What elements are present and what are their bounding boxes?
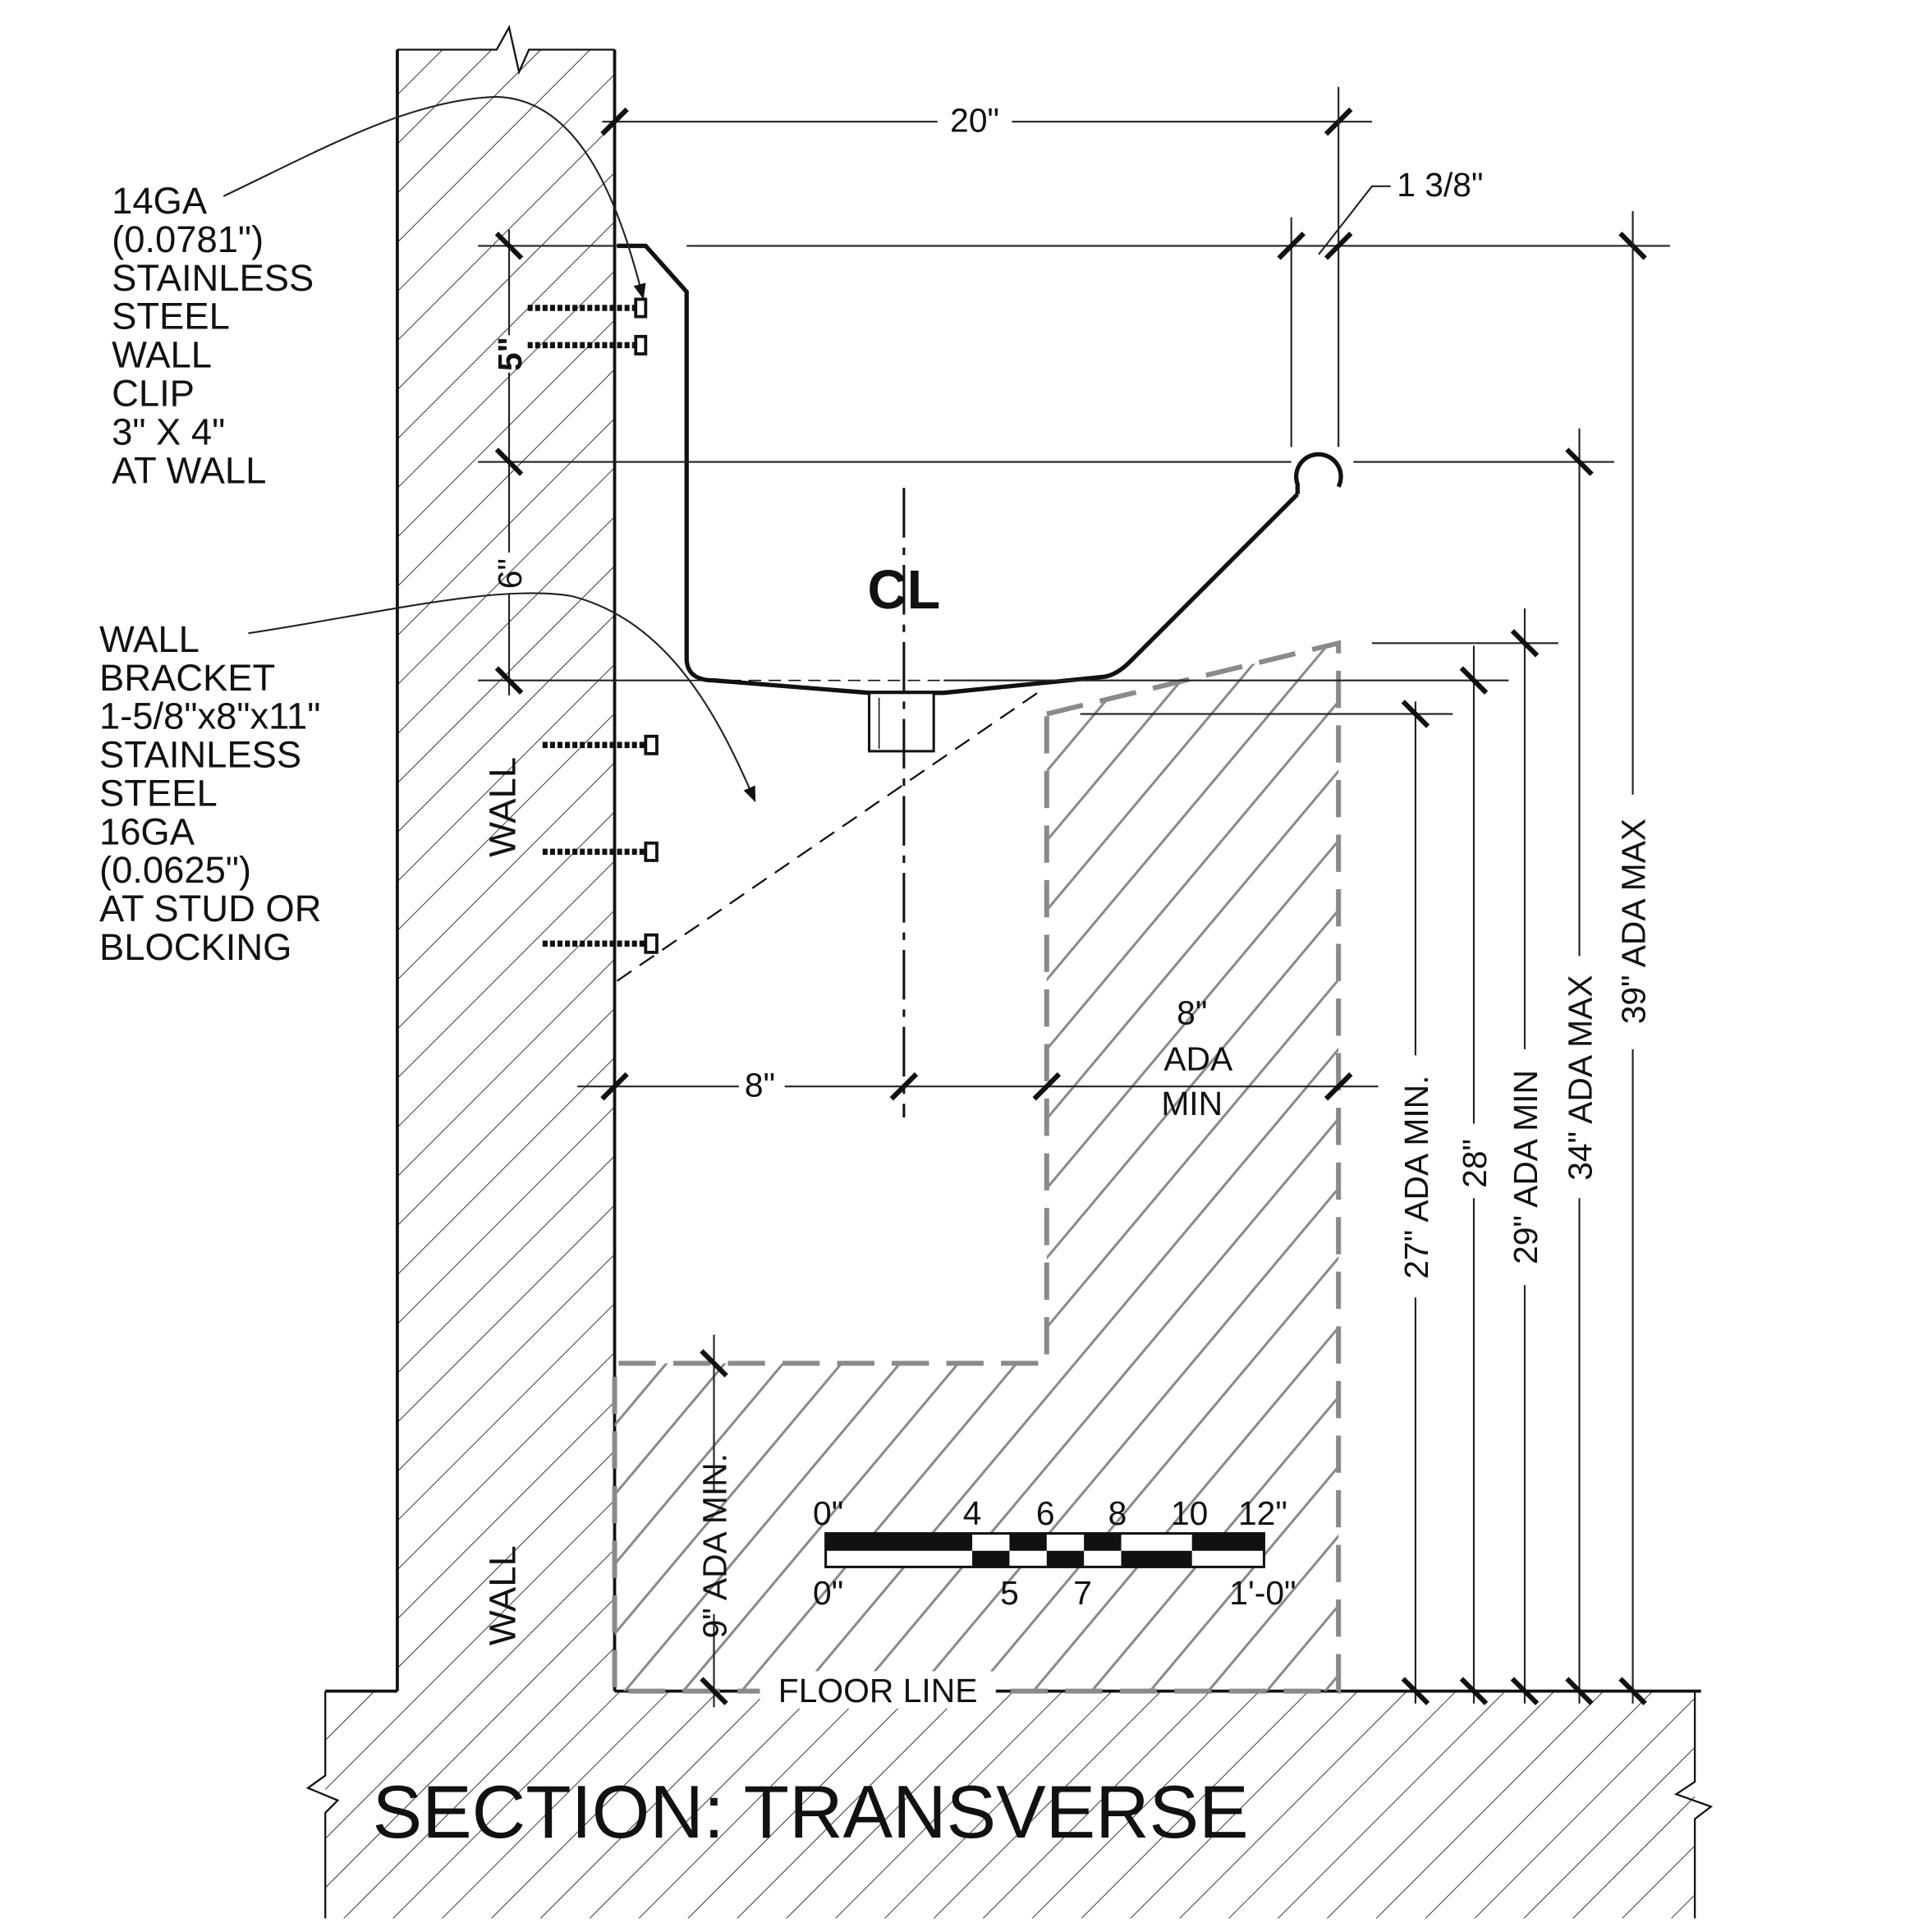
dim-28: 28" — [1456, 1139, 1494, 1188]
drawing-title: SECTION: TRANSVERSE — [373, 1771, 1249, 1854]
centerline: CL — [868, 488, 941, 1117]
dim-rim: 1 3/8" — [1397, 166, 1483, 204]
scale-label: 0" — [813, 1494, 843, 1532]
wall-bracket-note: WALL BRACKET 1-5/8"x8"x11" STAINLESS STE… — [99, 618, 321, 968]
note-line: (0.0625") — [99, 849, 251, 891]
scale-label: 8 — [1108, 1494, 1127, 1532]
dim-knee-depth-2: ADA — [1163, 1040, 1233, 1078]
note-line: STEEL — [112, 296, 230, 337]
screw-icon — [527, 297, 648, 319]
note-line: WALL — [99, 618, 200, 660]
bracket-outline — [616, 688, 1044, 982]
scale-label: 12" — [1238, 1494, 1287, 1532]
break-line-icon — [397, 25, 615, 76]
dimension-lines — [478, 86, 1670, 1708]
note-line: AT WALL — [112, 449, 266, 491]
dim-clip-height: 5" — [491, 337, 529, 371]
note-line: BLOCKING — [99, 926, 291, 968]
note-line: STAINLESS — [99, 734, 301, 776]
note-line: STAINLESS — [112, 257, 314, 299]
note-line: 1-5/8"x8"x11" — [99, 695, 320, 737]
scale-label: 0" — [813, 1574, 843, 1612]
scale-label: 10 — [1171, 1494, 1208, 1532]
dim-27: 27" ADA MIN. — [1397, 1076, 1435, 1279]
screw-icon — [542, 933, 659, 954]
dim-width: 20" — [950, 101, 999, 139]
wall-clip-leader — [223, 95, 646, 300]
fasteners — [527, 297, 659, 954]
dim-knee-depth-3: MIN — [1161, 1085, 1223, 1122]
note-line: BRACKET — [99, 657, 275, 699]
dimension-labels: 20" 1 3/8" 5" 6" 8" 8" ADA MIN 9" ADA MI… — [491, 101, 1653, 1638]
dim-wall-to-cl: 8" — [745, 1066, 775, 1104]
dim-39: 39" ADA MAX — [1615, 819, 1653, 1024]
note-line: WALL — [112, 334, 212, 376]
wall-bracket-leader — [248, 592, 756, 803]
graphic-scale-bar: 0" 4 6 8 10 12" 0" 5 7 1'-0" — [813, 1494, 1296, 1612]
scale-label: 4 — [963, 1494, 982, 1532]
scale-label: 5 — [1000, 1574, 1019, 1612]
wall-clip-note: 14GA (0.0781") STAINLESS STEEL WALL CLIP… — [112, 180, 314, 491]
note-line: CLIP — [112, 372, 195, 414]
scale-label: 7 — [1073, 1574, 1092, 1612]
screw-icon — [527, 334, 648, 356]
scale-label: 1'-0" — [1229, 1574, 1296, 1612]
wall-section — [396, 25, 617, 1691]
centerline-symbol: CL — [868, 560, 941, 621]
dim-knee-depth-1: 8" — [1177, 994, 1207, 1032]
dim-toe-height: 9" ADA MIN. — [696, 1453, 734, 1638]
sink-profile — [617, 243, 1343, 695]
floor-line-label: FLOOR LINE — [778, 1672, 978, 1709]
dim-34: 34" ADA MAX — [1562, 975, 1599, 1180]
note-line: 3" X 4" — [112, 411, 225, 452]
wall-label-upper: WALL — [482, 757, 524, 857]
note-line: 16GA — [99, 810, 195, 852]
note-line: 14GA — [112, 180, 208, 222]
wall-label-lower: WALL — [482, 1545, 524, 1645]
drain-outlet — [868, 691, 935, 753]
note-line: AT STUD OR — [99, 888, 321, 929]
dim-29: 29" ADA MIN — [1507, 1070, 1544, 1264]
screw-icon — [542, 734, 659, 755]
scale-label: 6 — [1036, 1494, 1055, 1532]
dim-bracket-offset: 6" — [491, 558, 529, 589]
knee-clearance-zone — [612, 640, 1342, 1694]
note-line: STEEL — [99, 772, 218, 814]
screw-icon — [542, 841, 659, 862]
note-line: (0.0781") — [112, 218, 264, 260]
